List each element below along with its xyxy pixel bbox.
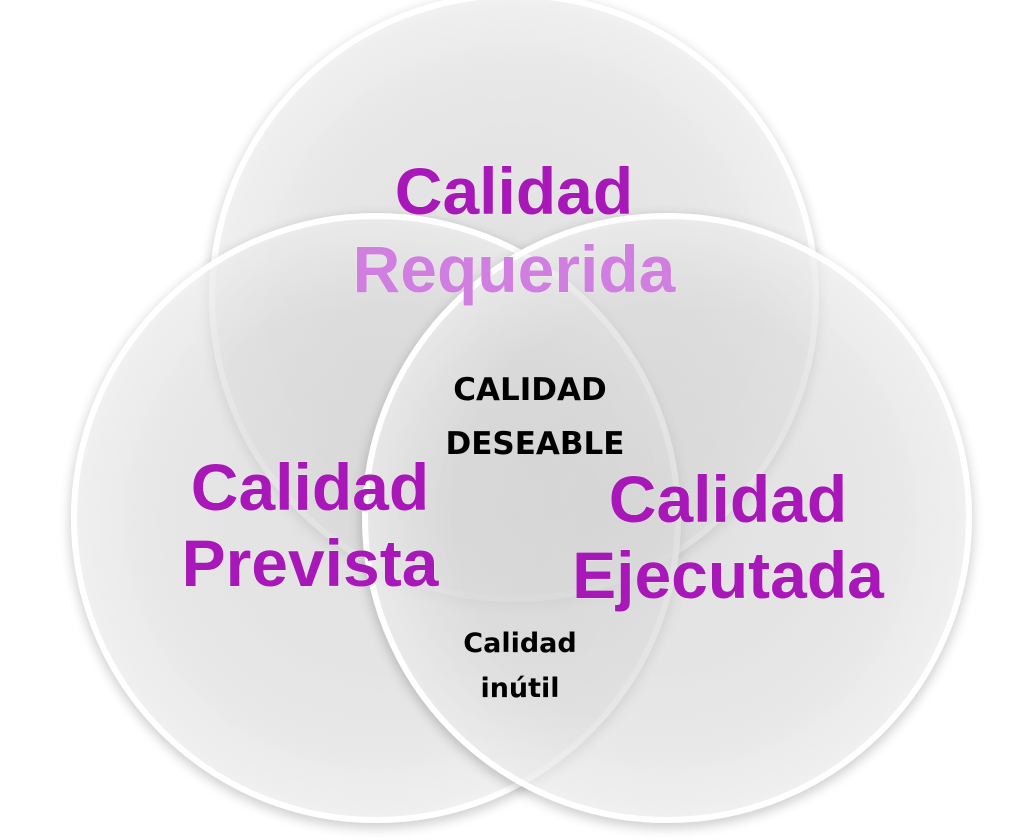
label-requerida: Calidad Requerida <box>352 154 677 307</box>
label-inutil-line2: inútil <box>480 673 559 704</box>
label-deseable-line2: DESEABLE <box>446 426 625 462</box>
label-prevista-line2: Prevista <box>182 526 440 600</box>
label-prevista: Calidad Prevista <box>181 450 440 601</box>
label-requerida-line2: Requerida <box>353 232 677 306</box>
label-requerida-line1: Calidad <box>395 154 633 228</box>
circle-layer <box>71 0 972 823</box>
label-prevista-line1: Calidad <box>191 450 429 524</box>
label-center-intersection: CALIDAD DESEABLE <box>446 372 625 462</box>
label-ejecutada-line2: Ejecutada <box>572 538 885 612</box>
label-inutil-intersection: Calidad inútil <box>463 628 576 704</box>
label-ejecutada-line1: Calidad <box>609 462 847 536</box>
circle-ejecutada <box>362 213 972 823</box>
label-ejecutada: Calidad Ejecutada <box>572 462 886 613</box>
label-deseable-line1: CALIDAD <box>453 372 607 408</box>
label-inutil-line1: Calidad <box>463 628 576 659</box>
